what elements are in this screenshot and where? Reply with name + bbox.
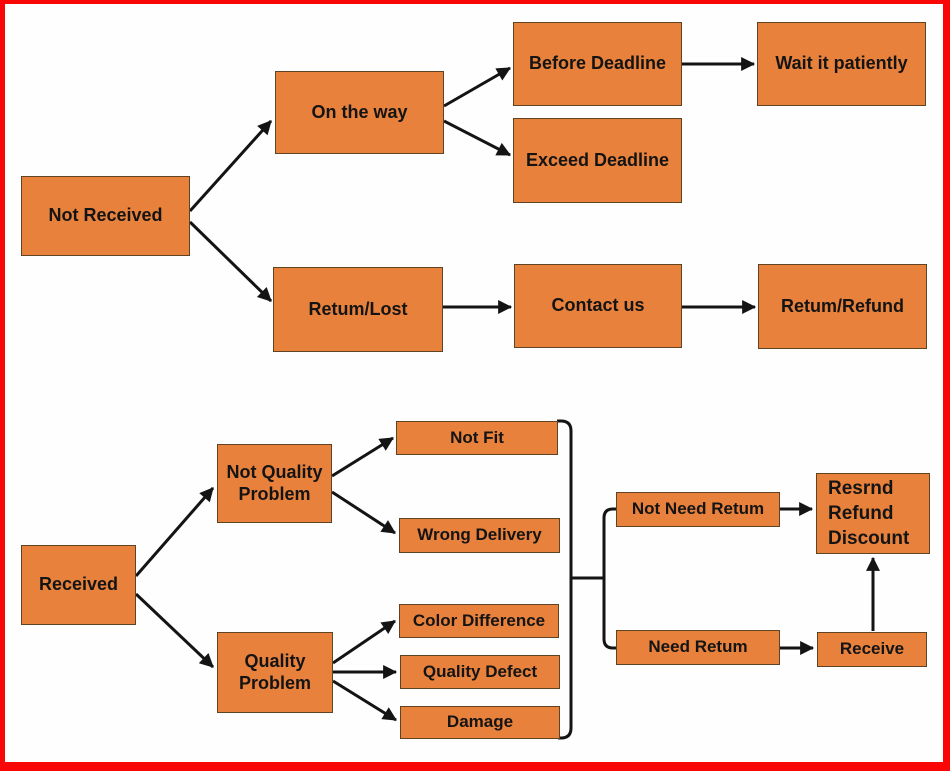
node-quality-problem: Quality Problem: [217, 632, 333, 713]
edge-quality-problem-to-damage: [332, 679, 397, 722]
node-wait-it-patiently: Wait it patiently: [757, 22, 926, 106]
edge-on-the-way-to-before-deadline: [443, 66, 511, 108]
node-damage: Damage: [400, 706, 560, 739]
node-quality-defect: Quality Defect: [400, 655, 560, 689]
node-exceed-deadline: Exceed Deadline: [513, 118, 682, 203]
node-before-deadline: Before Deadline: [513, 22, 682, 106]
node-wrong-delivery: Wrong Delivery: [399, 518, 560, 553]
edge-not-quality-problem-to-wrong-delivery: [331, 490, 396, 535]
node-not-quality-problem: Not Quality Problem: [217, 444, 332, 523]
node-color-difference: Color Difference: [399, 604, 559, 638]
node-received: Received: [21, 545, 136, 625]
node-not-fit: Not Fit: [396, 421, 558, 455]
node-need-retum: Need Retum: [616, 630, 780, 665]
edge-not-quality-problem-to-not-fit: [331, 436, 394, 478]
node-not-received: Not Received: [21, 176, 190, 256]
node-receive: Receive: [817, 632, 927, 667]
merge-bracket: [557, 419, 573, 740]
edge-received-to-quality-problem: [134, 592, 215, 669]
node-retum-lost: Retum/Lost: [273, 267, 443, 352]
node-retum-refund: Retum/Refund: [758, 264, 927, 349]
branch-split: [602, 507, 616, 650]
edge-received-to-not-quality-problem: [134, 487, 215, 577]
edge-quality-problem-to-color-difference: [332, 619, 396, 665]
node-not-need-retum: Not Need Retum: [616, 492, 780, 527]
edge-not-received-to-on-the-way: [188, 119, 273, 213]
node-contact-us: Contact us: [514, 264, 682, 348]
edge-not-received-to-retum-lost: [188, 220, 273, 303]
node-on-the-way: On the way: [275, 71, 444, 154]
edge-on-the-way-to-exceed-deadline: [443, 119, 511, 157]
node-resrnd-refund-discount: Resrnd Refund Discount: [816, 473, 930, 554]
